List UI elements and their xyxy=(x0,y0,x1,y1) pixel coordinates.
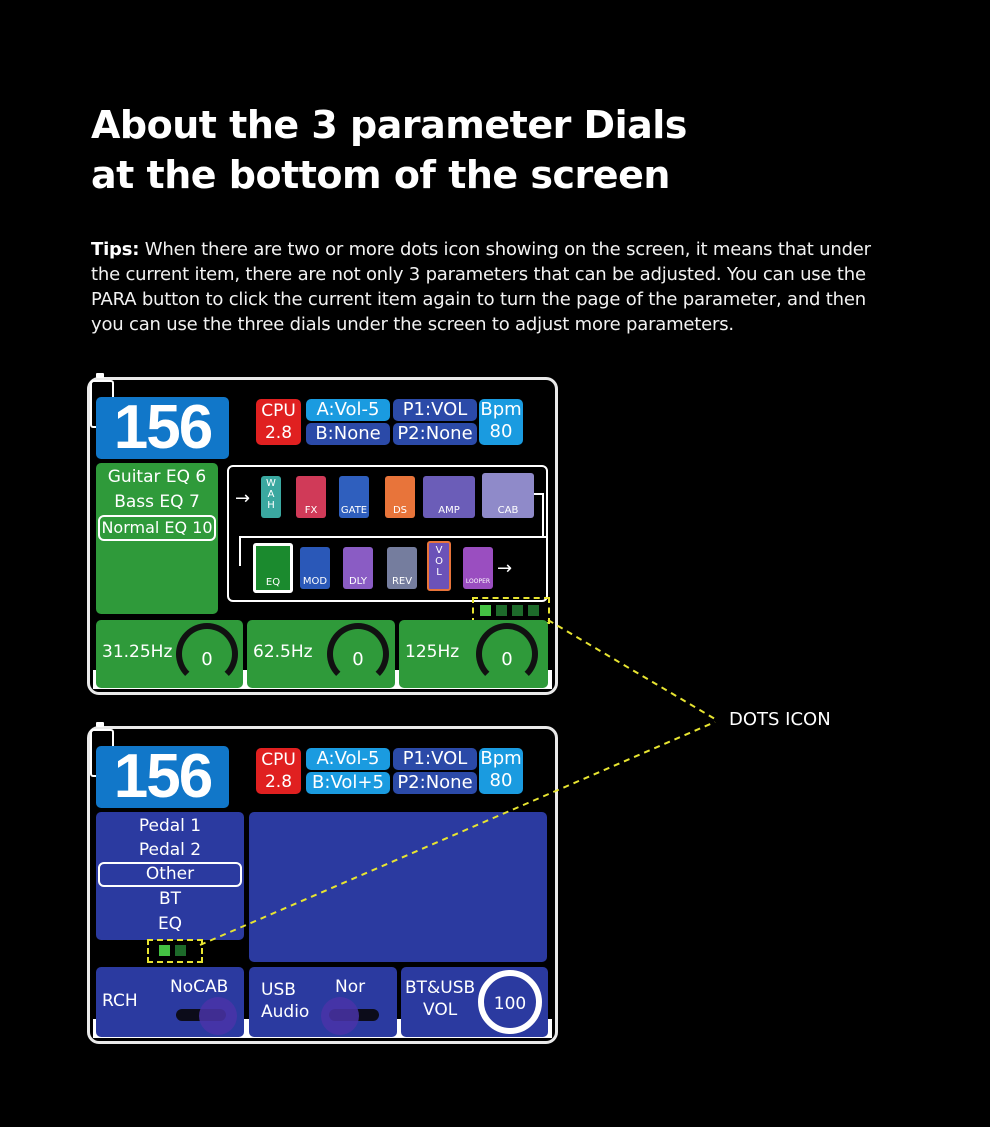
toggle-knob[interactable] xyxy=(199,997,237,1035)
arrow-right-icon: → xyxy=(235,488,251,509)
dial-1[interactable]: 31.25Hz 0 xyxy=(96,620,243,688)
dots-icon-highlight xyxy=(147,939,203,963)
list-item[interactable]: BT xyxy=(158,889,182,909)
fx-block-fx[interactable]: FX xyxy=(296,476,326,518)
dial-knob-icon xyxy=(327,623,389,685)
fx-block-dly[interactable]: DLY xyxy=(343,547,373,589)
fx-block-gate[interactable]: GATE xyxy=(339,476,369,518)
dial-2[interactable]: 62.5Hz 0 xyxy=(247,620,395,688)
chain-connector xyxy=(239,536,241,566)
rch-label: RCH xyxy=(102,991,138,1011)
tips-label: Tips: xyxy=(91,239,140,260)
content-panel xyxy=(249,812,547,962)
device-screen-eq: 156 CPU 2.8 A:Vol-5 B:None P1:VOL P2:Non… xyxy=(87,377,558,695)
bt-usb-vol-label: BT&USB VOL xyxy=(405,978,476,1020)
page-dot xyxy=(480,605,491,616)
arrow-right-icon: → xyxy=(497,558,513,579)
page-dot xyxy=(528,605,539,616)
usb-audio-toggle[interactable]: USB Audio Nor xyxy=(249,967,397,1037)
cpu-indicator: CPU 2.8 xyxy=(256,748,301,794)
fx-block-cab[interactable]: CAB xyxy=(482,473,534,518)
rch-toggle[interactable]: RCH NoCAB xyxy=(96,967,244,1037)
list-item[interactable]: EQ xyxy=(157,914,183,934)
tips-text: When there are two or more dots icon sho… xyxy=(91,239,871,335)
param-b: B:None xyxy=(306,423,390,445)
dial-3[interactable]: 125Hz 0 xyxy=(399,620,548,688)
list-item-selected[interactable]: Normal EQ 10 xyxy=(98,515,216,541)
dial-value: 0 xyxy=(501,649,513,670)
list-item-selected[interactable]: Other xyxy=(98,862,242,887)
usb-audio-label: USB Audio xyxy=(261,980,310,1022)
page-dot xyxy=(175,945,186,956)
tips-paragraph: Tips: When there are two or more dots ic… xyxy=(91,237,901,337)
bpm-indicator: Bpm 80 xyxy=(479,748,523,794)
dial-label: 31.25Hz xyxy=(102,642,173,662)
toggle-knob[interactable] xyxy=(321,997,359,1035)
fx-block-amp[interactable]: AMP xyxy=(423,476,475,518)
page-dot xyxy=(159,945,170,956)
cpu-indicator: CPU 2.8 xyxy=(256,399,301,445)
dots-icon-callout: DOTS ICON xyxy=(729,709,831,730)
page-title: About the 3 parameter Dials at the botto… xyxy=(91,103,687,197)
param-p2: P2:None xyxy=(393,772,477,794)
fx-block-rev[interactable]: REV xyxy=(387,547,417,589)
param-a: A:Vol-5 xyxy=(306,399,390,421)
page-dot xyxy=(512,605,523,616)
dial-value: 100 xyxy=(493,994,527,1014)
device-screen-global: 156 CPU 2.8 A:Vol-5 B:Vol+5 P1:VOL P2:No… xyxy=(87,726,558,1044)
param-p1: P1:VOL xyxy=(393,399,477,421)
chain-connector xyxy=(239,536,546,538)
dial-knob-icon xyxy=(176,623,238,685)
eq-list: Guitar EQ 6 Bass EQ 7 Normal EQ 10 xyxy=(96,463,218,614)
dial-label: 62.5Hz xyxy=(253,642,313,662)
bt-usb-volume-dial[interactable]: BT&USB VOL 100 xyxy=(401,967,548,1037)
param-p2: P2:None xyxy=(393,423,477,445)
dial-value: 0 xyxy=(352,649,364,670)
fx-block-ds[interactable]: DS xyxy=(385,476,415,518)
chain-connector xyxy=(534,493,544,538)
dial-knob-icon xyxy=(478,970,542,1034)
param-p1: P1:VOL xyxy=(393,748,477,770)
param-a: A:Vol-5 xyxy=(306,748,390,770)
preset-number: 156 xyxy=(96,397,229,459)
preset-number: 156 xyxy=(96,746,229,808)
dial-value: 0 xyxy=(201,649,213,670)
fx-block-looper[interactable]: LOOPER xyxy=(463,547,493,589)
nor-label: Nor xyxy=(335,977,366,997)
page-dots-icon xyxy=(159,945,186,956)
dial-label: 125Hz xyxy=(405,642,460,662)
dial-knob-icon xyxy=(476,623,538,685)
param-b: B:Vol+5 xyxy=(306,772,390,794)
list-item[interactable]: Pedal 2 xyxy=(138,840,202,860)
list-item[interactable]: Guitar EQ 6 xyxy=(107,467,207,487)
bpm-indicator: Bpm 80 xyxy=(479,399,523,445)
fx-block-eq[interactable]: EQ xyxy=(253,543,293,593)
fx-block-mod[interactable]: MOD xyxy=(300,547,330,589)
page-dot xyxy=(496,605,507,616)
menu-list: Pedal 1 Pedal 2 Other BT EQ xyxy=(96,812,244,940)
list-item[interactable]: Pedal 1 xyxy=(138,816,202,836)
page-dots-icon xyxy=(480,605,539,616)
nocab-label: NoCAB xyxy=(170,977,229,997)
list-item[interactable]: Bass EQ 7 xyxy=(114,492,200,512)
